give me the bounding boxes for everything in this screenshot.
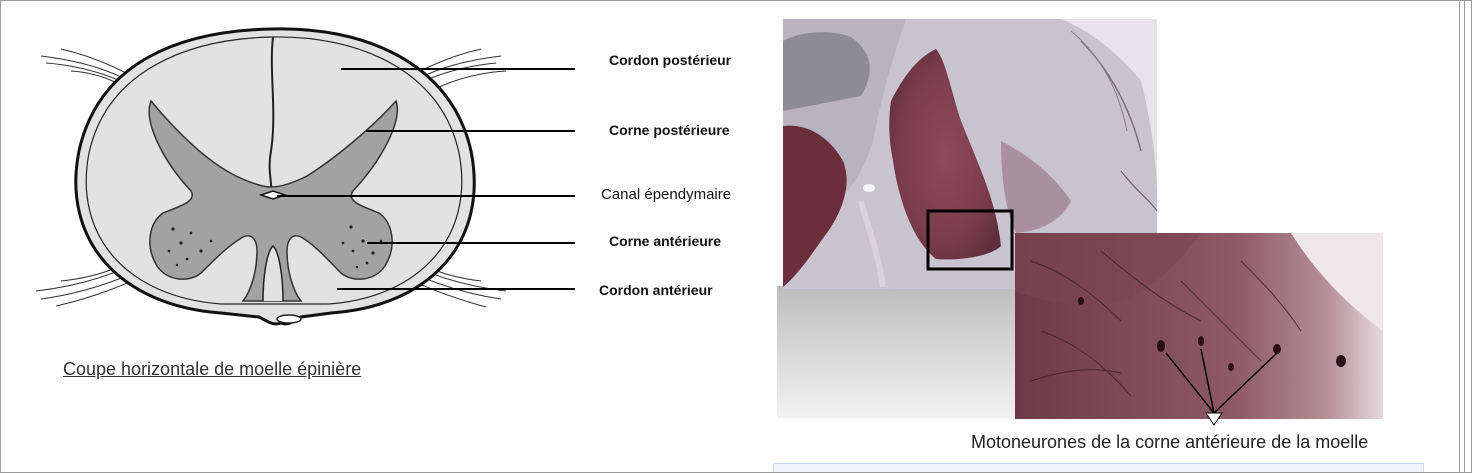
motoneuron-arrows bbox=[1165, 348, 1278, 426]
text-box-edge bbox=[773, 463, 1424, 472]
motoneuron-dots bbox=[167, 225, 383, 269]
label-canal-ependymaire: Canal épendymaire bbox=[601, 186, 732, 203]
magnification-box bbox=[926, 209, 1014, 271]
histology-photos bbox=[777, 19, 1383, 426]
spinal-cord-drawing bbox=[35, 27, 575, 326]
leader-lines bbox=[277, 68, 575, 290]
label-corne-anterieure: Corne antérieure bbox=[609, 233, 722, 249]
grey-panel bbox=[777, 286, 1015, 418]
scrollbar-track[interactable] bbox=[1459, 1, 1465, 472]
caption-motoneurons: Motoneurones de la corne antérieure de l… bbox=[971, 432, 1369, 452]
caption-spinal-cord-section: Coupe horizontale de moelle épinière bbox=[63, 359, 362, 379]
label-corne-posterieure: Corne postérieure bbox=[609, 122, 730, 138]
label-cordon-anterieur: Cordon antérieur bbox=[599, 282, 713, 298]
nerve-roots-left bbox=[35, 48, 170, 307]
label-cordon-posterieur: Cordon postérieur bbox=[609, 52, 732, 68]
